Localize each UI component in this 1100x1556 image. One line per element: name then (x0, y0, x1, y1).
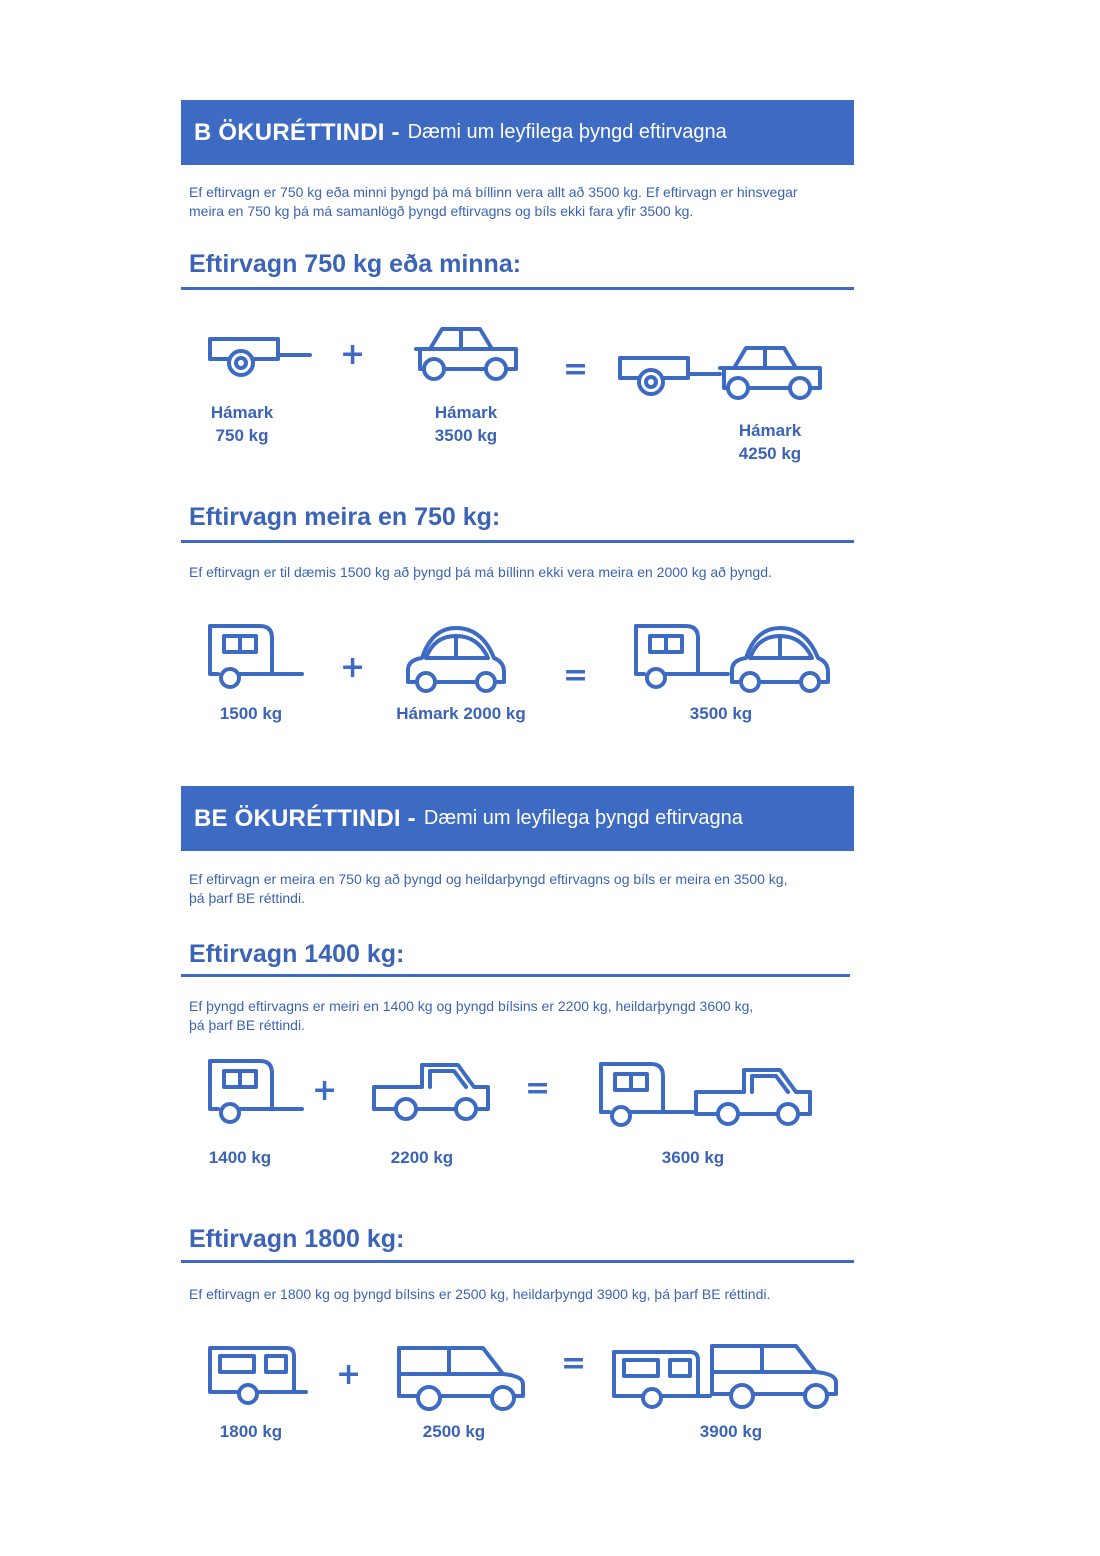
example-text: Ef eftirvagn er til dæmis 1500 kg að þyn… (189, 564, 772, 580)
equals-sign: = (561, 1346, 587, 1381)
banner-b-license: B ÖKURÉTTINDI - Dæmi um leyfilega þyngd … (181, 100, 854, 165)
suv-icon (710, 1344, 838, 1409)
equals-sign: = (563, 352, 589, 387)
trailer-weight-label: 1400 kg (208, 1148, 272, 1167)
intro-b: Ef eftirvagn er 750 kg eða minni þyngd þ… (189, 183, 839, 221)
banner-title: BE ÖKURÉTTINDI - (194, 804, 416, 832)
banner-subtitle: Dæmi um leyfilega þyngd eftirvagna (423, 807, 743, 829)
banner-subtitle: Dæmi um leyfilega þyngd eftirvagna (407, 121, 727, 143)
trailer-weight-label: Hámark 750 kg (210, 403, 274, 445)
divider (181, 287, 854, 290)
large-caravan-icon (208, 1346, 308, 1405)
large-caravan-icon (612, 1350, 712, 1409)
divider (181, 974, 850, 977)
total-weight-label: 3900 kg (699, 1422, 763, 1441)
car-weight-label: 2200 kg (390, 1148, 454, 1167)
car-weight-label: 2500 kg (422, 1422, 486, 1441)
equals-sign: = (525, 1071, 551, 1106)
caravan-icon (599, 1062, 695, 1127)
total-weight-label: 3500 kg (689, 704, 753, 723)
banner-title: B ÖKURÉTTINDI - (194, 118, 400, 146)
heading-trailer-1400: Eftirvagn 1400 kg: (189, 940, 405, 968)
beetle-car-icon (406, 626, 506, 693)
heading-trailer-1800: Eftirvagn 1800 kg: (189, 1225, 405, 1253)
total-weight-label: Hámark 4250 kg (738, 421, 802, 463)
heading-trailer-over-750: Eftirvagn meira en 750 kg: (189, 503, 501, 531)
pickup-truck-icon (694, 1068, 812, 1126)
caravan-icon (208, 624, 304, 689)
suv-icon (397, 1346, 525, 1411)
trailer-weight-label: 1800 kg (219, 1422, 283, 1441)
intro-b-line2: meira en 750 kg þá má samanlögð þyngd ef… (189, 203, 694, 219)
beetle-car-icon (730, 626, 830, 693)
trailer-icon (208, 337, 312, 377)
caravan-icon (208, 1059, 304, 1124)
plus-sign: + (340, 337, 366, 372)
divider (181, 1260, 854, 1263)
car-weight-label: Hámark 3500 kg (434, 403, 498, 445)
intro-be: Ef eftirvagn er meira en 750 kg að þyngd… (189, 870, 839, 908)
caravan-icon (634, 624, 730, 689)
trailer-weight-label: 1500 kg (219, 704, 283, 723)
trailer-icon (618, 356, 722, 396)
heading-trailer-750-or-less: Eftirvagn 750 kg eða minna: (189, 250, 522, 278)
banner-be-license: BE ÖKURÉTTINDI - Dæmi um leyfilega þyngd… (181, 786, 854, 851)
example-text: Ef eftirvagn er 1800 kg og þyngd bílsins… (189, 1286, 771, 1302)
equals-sign: = (563, 658, 589, 693)
plus-sign: + (340, 650, 366, 685)
intro-be-line1: Ef eftirvagn er meira en 750 kg að þyngd… (189, 871, 788, 887)
pickup-truck-icon (372, 1063, 490, 1121)
plus-sign: + (312, 1073, 338, 1108)
car-icon (414, 327, 518, 381)
intro-be-line2: þá þarf BE réttindi. (189, 890, 305, 906)
example-text: Ef þyngd eftirvagns er meiri en 1400 kg … (189, 998, 754, 1033)
car-icon (718, 346, 822, 400)
divider (181, 540, 854, 543)
intro-b-line1: Ef eftirvagn er 750 kg eða minni þyngd þ… (189, 184, 798, 200)
car-weight-label: Hámark 2000 kg (396, 704, 526, 723)
plus-sign: + (336, 1357, 362, 1392)
total-weight-label: 3600 kg (661, 1148, 725, 1167)
